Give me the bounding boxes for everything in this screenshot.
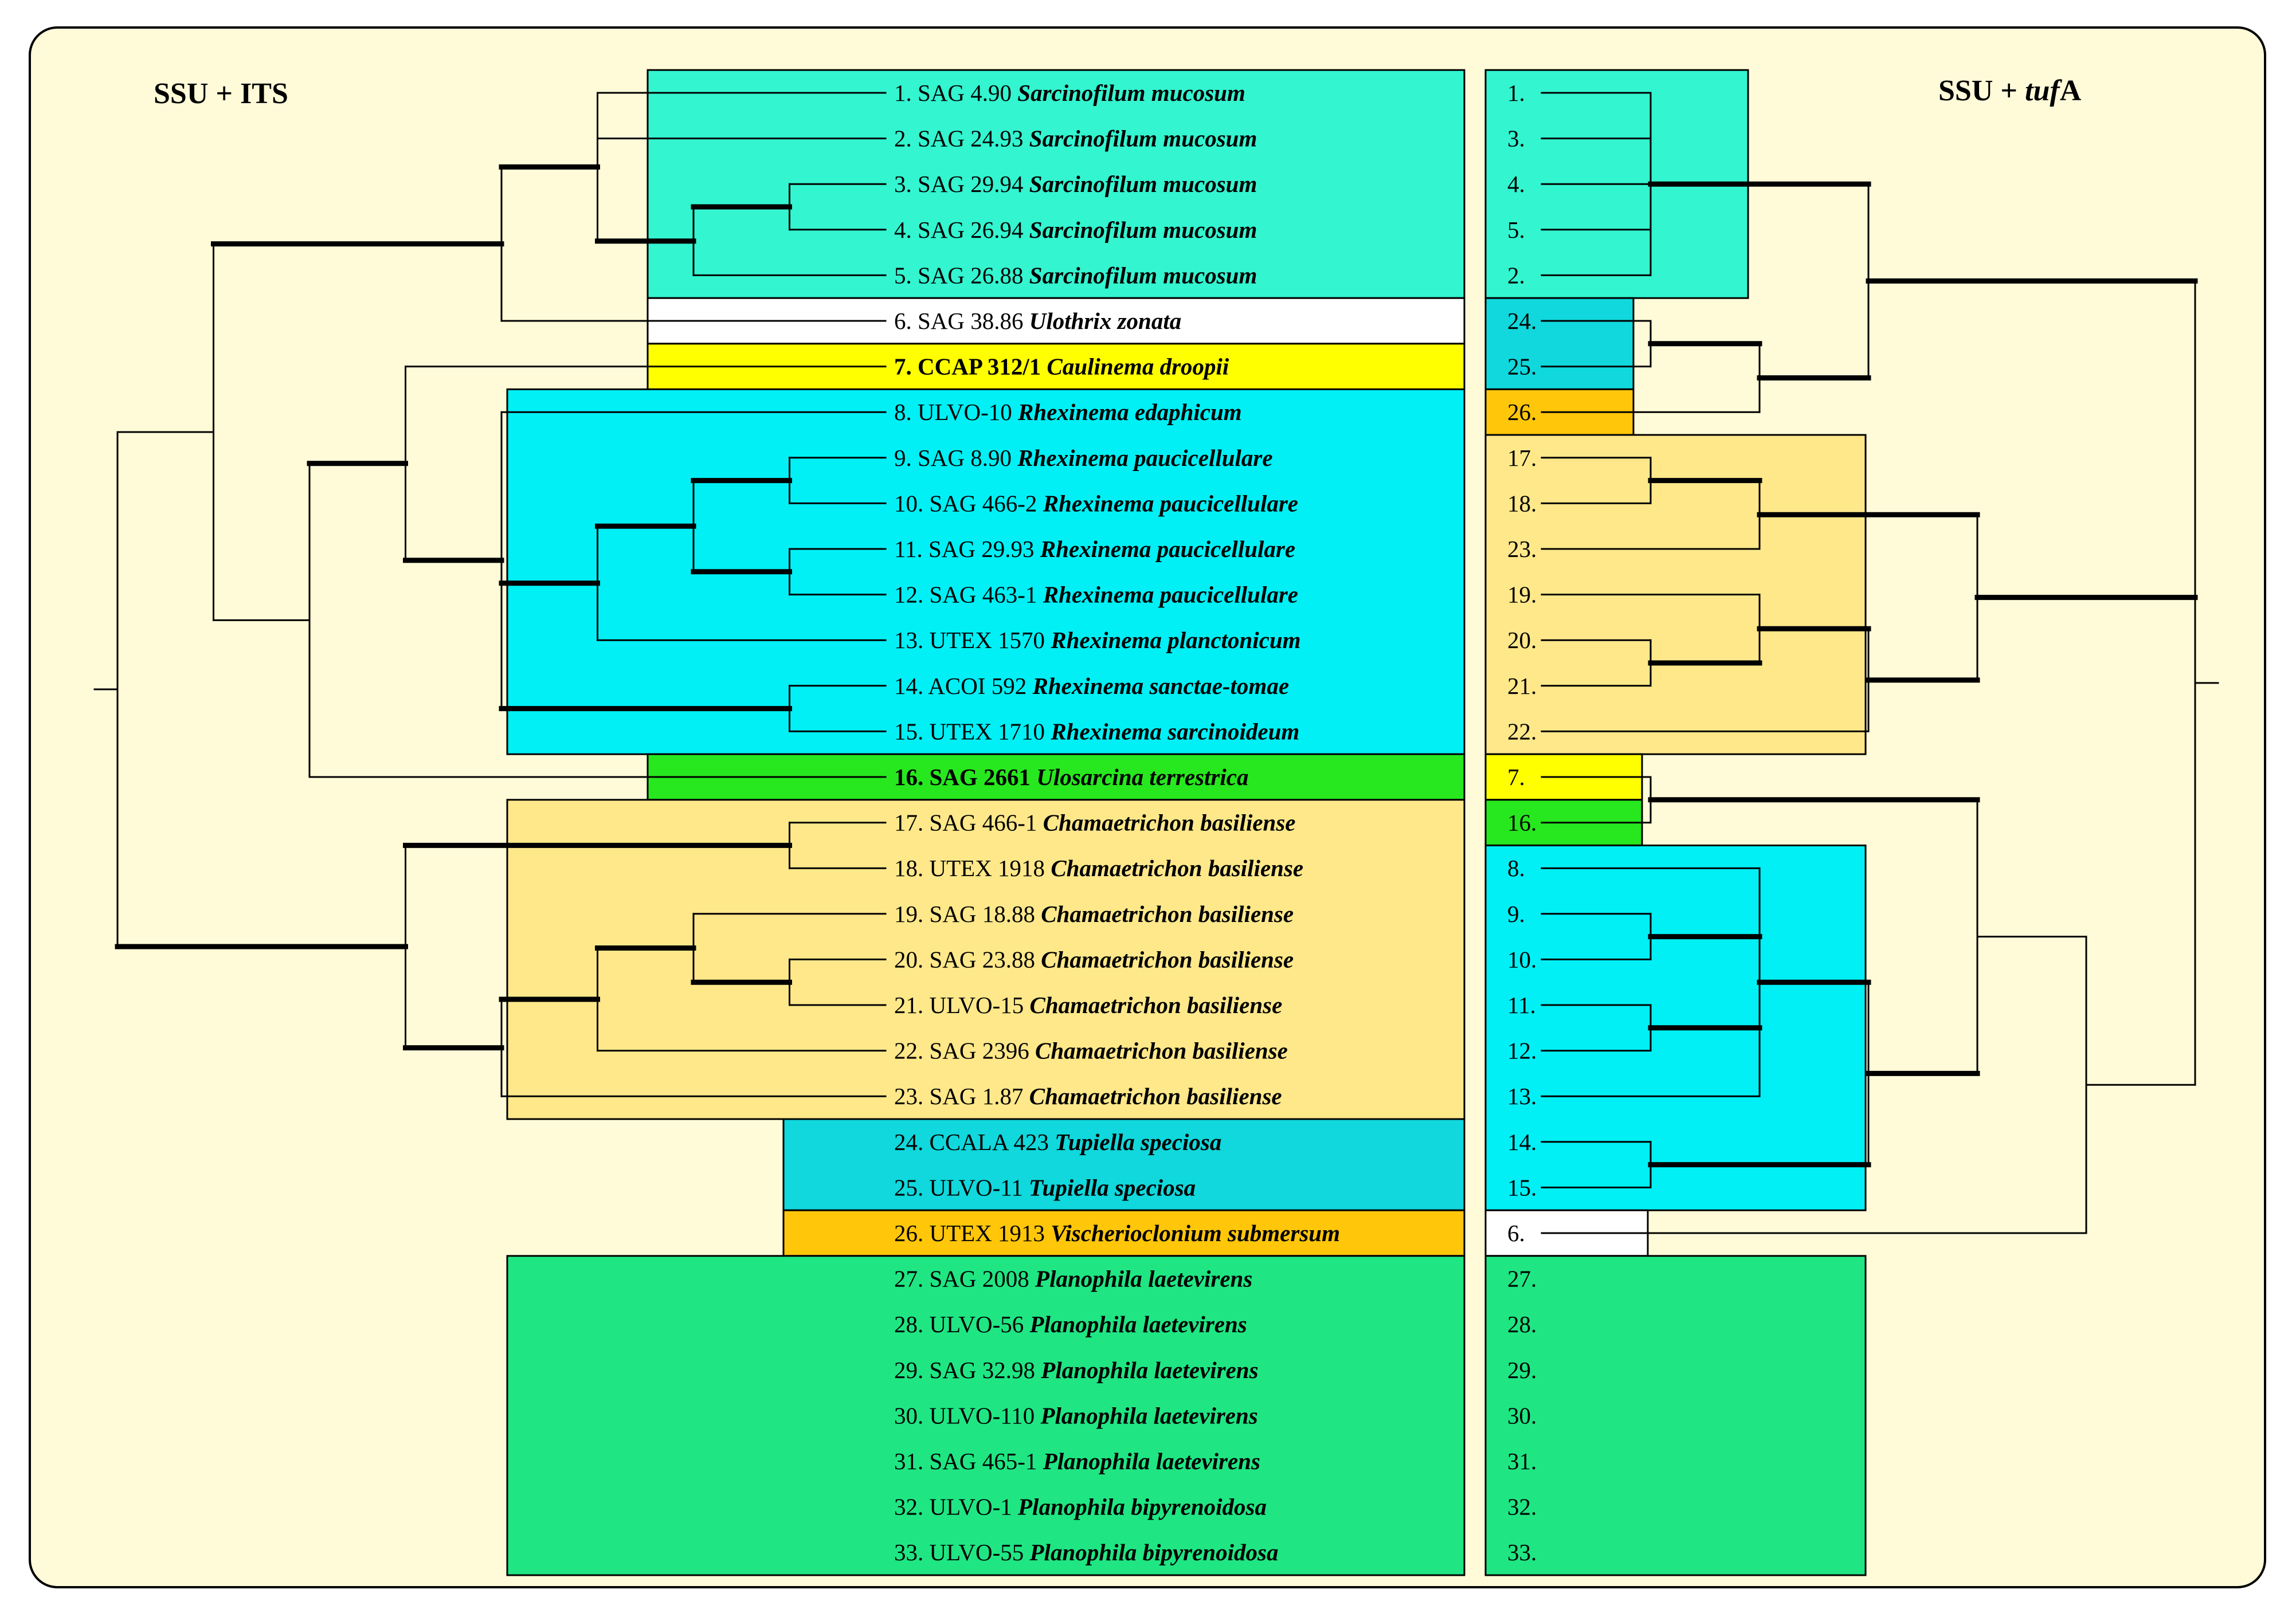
- left-tip-label: 17. SAG 466-1 Chamaetrichon basiliense: [894, 810, 1296, 836]
- left-tip-label: 20. SAG 23.88 Chamaetrichon basiliense: [894, 946, 1294, 972]
- left-tip-label: 13. UTEX 1570 Rhexinema planctonicum: [894, 627, 1301, 653]
- clade-boxes: [506, 69, 1867, 1576]
- left-tip-label: 12. SAG 463-1 Rhexinema paucicellulare: [894, 582, 1298, 608]
- left-tip-label: 11. SAG 29.93 Rhexinema paucicellulare: [894, 536, 1295, 562]
- tree-branches: [93, 92, 2219, 1234]
- right-tip-label: 7.: [1507, 764, 1525, 790]
- left-tip-label: 31. SAG 465-1 Planophila laetevirens: [894, 1448, 1260, 1474]
- right-tip-label: 12.: [1507, 1038, 1537, 1064]
- left-tip-label: 33. ULVO-55 Planophila bipyrenoidosa: [894, 1539, 1278, 1565]
- right-tip-label: 33.: [1507, 1539, 1537, 1565]
- left-tip-label: 14. ACOI 592 Rhexinema sanctae-tomae: [894, 673, 1289, 699]
- right-tip-label: 6.: [1507, 1220, 1525, 1246]
- right-tip-label: 3.: [1507, 125, 1525, 152]
- left-clade-box-chamaetrichon: [506, 799, 1466, 1120]
- right-tip-label: 24.: [1507, 308, 1537, 334]
- left-tip-label: 28. ULVO-56 Planophila laetevirens: [894, 1311, 1247, 1337]
- right-tip-label: 22.: [1507, 718, 1537, 744]
- right-tip-label: 32.: [1507, 1494, 1537, 1520]
- right-tip-label: 26.: [1507, 399, 1537, 425]
- left-tip-label: 9. SAG 8.90 Rhexinema paucicellulare: [894, 445, 1273, 471]
- right-tip-label: 4.: [1507, 171, 1525, 197]
- left-tip-label: 32. ULVO-1 Planophila bipyrenoidosa: [894, 1494, 1267, 1520]
- right-clade-box-planophila: [1484, 1255, 1867, 1576]
- right-tip-label: 15.: [1507, 1174, 1537, 1200]
- right-tip-label: 17.: [1507, 445, 1537, 471]
- left-clade-box-vischerioclonium: [782, 1209, 1466, 1257]
- left-clade-box-rhexinema: [506, 388, 1466, 755]
- right-tip-label: 9.: [1507, 901, 1525, 927]
- left-tip-label: 18. UTEX 1918 Chamaetrichon basiliense: [894, 855, 1303, 881]
- left-tip-label: 24. CCALA 423 Tupiella speciosa: [894, 1129, 1221, 1155]
- left-tip-label: 30. ULVO-110 Planophila laetevirens: [894, 1402, 1258, 1428]
- right-tip-label: 2.: [1507, 262, 1525, 288]
- right-tip-label: 29.: [1507, 1357, 1537, 1383]
- right-tip-label: 5.: [1507, 217, 1525, 243]
- right-tip-label: 31.: [1507, 1448, 1537, 1474]
- left-tip-label: 8. ULVO-10 Rhexinema edaphicum: [894, 399, 1242, 425]
- left-tip-label: 25. ULVO-11 Tupiella speciosa: [894, 1174, 1196, 1200]
- right-tip-label: 25.: [1507, 354, 1537, 380]
- left-tip-label: 21. ULVO-15 Chamaetrichon basiliense: [894, 992, 1282, 1018]
- left-tip-label: 26. UTEX 1913 Vischerioclonium submersum: [894, 1220, 1340, 1246]
- right-tip-label: 19.: [1507, 582, 1537, 608]
- right-tip-label: 27.: [1507, 1266, 1537, 1292]
- right-tree-title: SSU + tufA: [1938, 74, 2082, 107]
- left-tip-label: 10. SAG 466-2 Rhexinema paucicellulare: [894, 490, 1298, 516]
- left-tip-label: 1. SAG 4.90 Sarcinofilum mucosum: [894, 80, 1245, 106]
- right-tip-label: 16.: [1507, 810, 1537, 836]
- right-tip-label: 21.: [1507, 673, 1537, 699]
- right-tip-label: 18.: [1507, 490, 1537, 516]
- left-tip-label: 4. SAG 26.94 Sarcinofilum mucosum: [894, 217, 1257, 243]
- left-tip-label: 5. SAG 26.88 Sarcinofilum mucosum: [894, 262, 1257, 288]
- left-tip-label: 22. SAG 2396 Chamaetrichon basiliense: [894, 1038, 1288, 1064]
- left-tip-label: 7. CCAP 312/1 Caulinema droopii: [894, 354, 1229, 380]
- left-tip-label: 19. SAG 18.88 Chamaetrichon basiliense: [894, 901, 1294, 927]
- left-clade-box-tupiella: [782, 1118, 1466, 1211]
- right-tip-label: 11.: [1507, 992, 1536, 1018]
- left-tip-label: 6. SAG 38.86 Ulothrix zonata: [894, 308, 1181, 334]
- left-tip-label: 15. UTEX 1710 Rhexinema sarcinoideum: [894, 718, 1299, 744]
- left-tip-label: 2. SAG 24.93 Sarcinofilum mucosum: [894, 125, 1257, 152]
- left-tip-label: 23. SAG 1.87 Chamaetrichon basiliense: [894, 1083, 1282, 1109]
- right-tip-label: 13.: [1507, 1083, 1537, 1109]
- right-tip-label: 14.: [1507, 1129, 1537, 1155]
- left-tip-label: 3. SAG 29.94 Sarcinofilum mucosum: [894, 171, 1257, 197]
- right-tip-label: 28.: [1507, 1311, 1537, 1337]
- right-tip-label: 8.: [1507, 855, 1525, 881]
- left-tip-label: 29. SAG 32.98 Planophila laetevirens: [894, 1357, 1259, 1383]
- left-tip-label: 27. SAG 2008 Planophila laetevirens: [894, 1266, 1252, 1292]
- right-tip-label: 23.: [1507, 536, 1537, 562]
- left-tree-title: SSU + ITS: [154, 77, 288, 110]
- left-tip-label: 16. SAG 2661 Ulosarcina terrestrica: [894, 764, 1248, 790]
- right-tip-label: 30.: [1507, 1402, 1537, 1428]
- right-tip-labels: 1. 3. 4. 5. 2. 24. 25. 26. 17. 18. 23. 19. 20. 21. 22.…: [1507, 80, 1537, 1565]
- right-tip-label: 10.: [1507, 946, 1537, 972]
- left-tip-labels: 1. SAG 4.90 Sarcinofilum mucosum 2. SAG 2…: [894, 80, 1340, 1565]
- right-tip-label: 1.: [1507, 80, 1525, 106]
- left-clade-box-planophila: [506, 1255, 1466, 1576]
- right-tip-label: 20.: [1507, 627, 1537, 653]
- left-clade-box-sarcinofilum: [647, 69, 1466, 299]
